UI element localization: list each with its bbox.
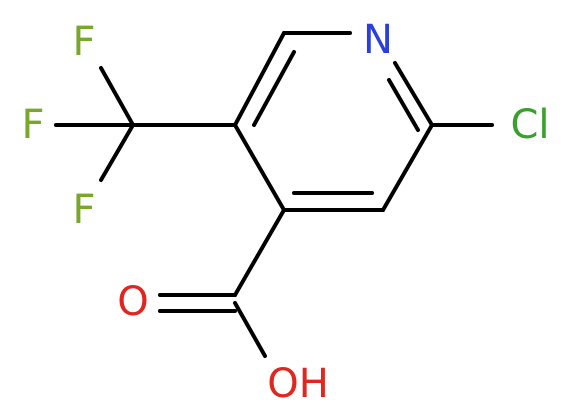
bond-c4-cooh — [233, 208, 286, 297]
atom-o-carbonyl: O — [117, 279, 148, 325]
atom-f-top: F — [72, 19, 95, 65]
atom-labels: N Cl F F F O OH — [21, 17, 549, 407]
bond-c2-c3 — [381, 123, 434, 212]
bond-c5-c6 — [233, 31, 286, 127]
bonds — [54, 31, 494, 358]
bond-n1-c2-inner — [387, 78, 420, 132]
atom-f-left: F — [21, 102, 44, 148]
atom-cl: Cl — [510, 102, 549, 148]
bond-n1-c2 — [393, 61, 434, 127]
bond-c5-c6-inner — [252, 50, 296, 127]
atom-oh: OH — [267, 361, 329, 407]
bond-cf3-f3 — [99, 123, 135, 182]
atom-n: N — [363, 17, 393, 63]
bond-cf3-f1 — [99, 66, 135, 127]
atom-f-bottom: F — [72, 187, 95, 233]
bond-c4-c5 — [233, 123, 286, 212]
bond-c-oh — [233, 301, 267, 358]
